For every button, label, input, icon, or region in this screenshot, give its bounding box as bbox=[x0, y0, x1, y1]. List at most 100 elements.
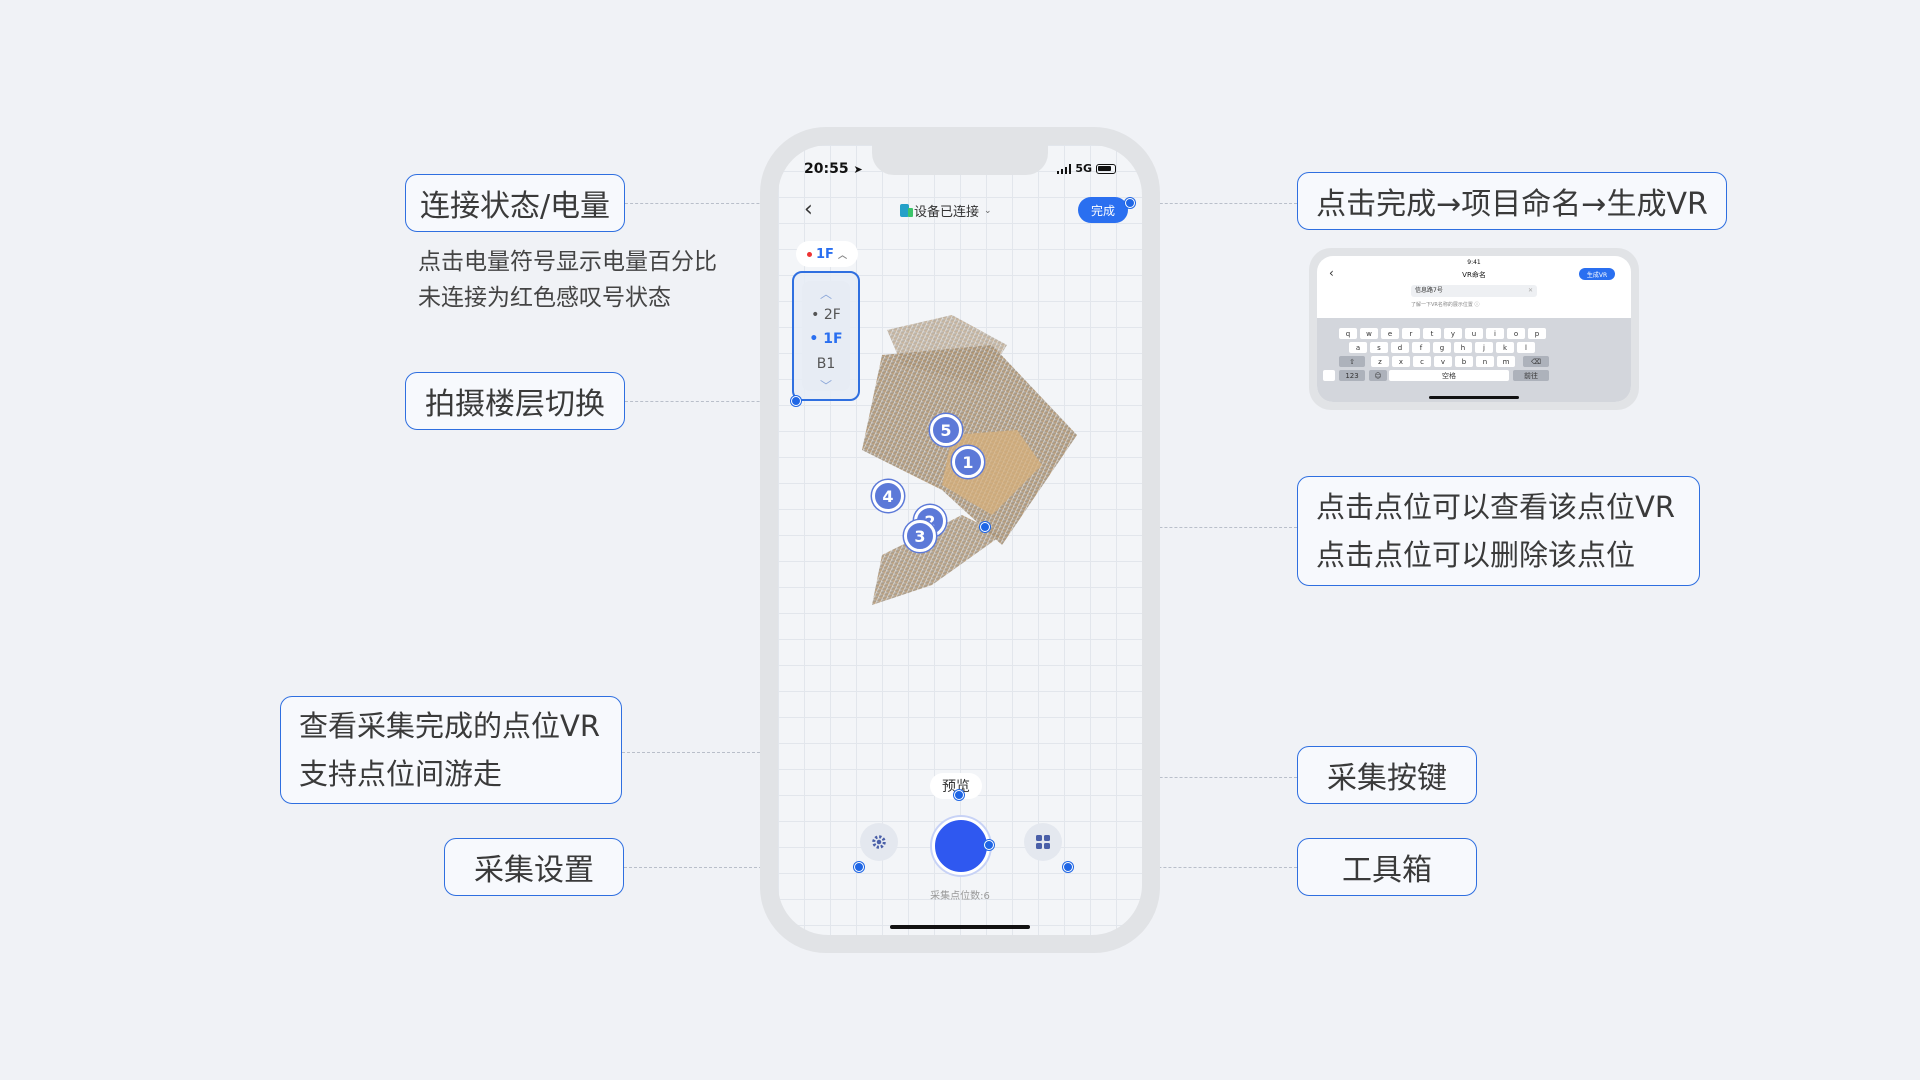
leader-dot-done bbox=[1125, 198, 1135, 208]
key-s[interactable]: s bbox=[1370, 342, 1388, 353]
shift-key[interactable]: ⇧ bbox=[1339, 356, 1365, 367]
key-j[interactable]: j bbox=[1475, 342, 1493, 353]
location-icon: ➤ bbox=[853, 163, 863, 176]
current-floor-tag[interactable]: 1F ︿ bbox=[796, 241, 858, 267]
callout-point-action: 点击点位可以查看该点位VR 点击点位可以删除该点位 bbox=[1297, 476, 1700, 586]
key-e[interactable]: e bbox=[1381, 328, 1399, 339]
status-time: 20:55 ➤ bbox=[804, 161, 863, 177]
leader-capture-button bbox=[1075, 777, 1297, 778]
mini-back-icon[interactable]: ‹ bbox=[1329, 266, 1334, 280]
key-o[interactable]: o bbox=[1507, 328, 1525, 339]
floor-option-1f-text: 1F bbox=[823, 331, 843, 347]
signal-icon bbox=[1056, 163, 1072, 174]
gear-icon bbox=[872, 835, 886, 849]
floor-option-2f[interactable]: • 2F bbox=[811, 307, 841, 323]
key-b[interactable]: b bbox=[1455, 356, 1473, 367]
status-time-text: 20:55 bbox=[804, 161, 849, 177]
key-k[interactable]: k bbox=[1496, 342, 1514, 353]
key-i[interactable]: i bbox=[1486, 328, 1504, 339]
note-connection-line2: 未连接为红色感叹号状态 bbox=[418, 285, 671, 311]
chevron-down-icon[interactable]: ﹀ bbox=[819, 379, 832, 393]
connection-status[interactable]: 设备已连接 ⌄ bbox=[900, 201, 992, 220]
capture-shutter-button[interactable] bbox=[932, 817, 990, 875]
key-m[interactable]: m bbox=[1497, 356, 1515, 367]
floor-picker: ︿ • 2F • 1F B1 ﹀ bbox=[792, 271, 860, 401]
back-chevron-icon[interactable]: ‹ bbox=[804, 197, 813, 222]
key-v[interactable]: v bbox=[1434, 356, 1452, 367]
key-f[interactable]: f bbox=[1412, 342, 1430, 353]
backspace-key[interactable]: ⌫ bbox=[1523, 356, 1549, 367]
key-a[interactable]: a bbox=[1349, 342, 1367, 353]
battery-icon[interactable] bbox=[1096, 163, 1116, 174]
space-key[interactable]: 空格 bbox=[1389, 370, 1509, 381]
callout-capture-settings: 采集设置 bbox=[444, 838, 624, 896]
mini-name-input-text: 信息路7号 bbox=[1415, 287, 1443, 294]
chevron-down-icon: ⌄ bbox=[984, 205, 992, 216]
key-z[interactable]: z bbox=[1371, 356, 1389, 367]
current-floor-text: 1F bbox=[816, 246, 834, 262]
grid-icon bbox=[1036, 835, 1050, 849]
mini-generate-button[interactable]: 生成VR bbox=[1579, 268, 1615, 280]
key-l[interactable]: l bbox=[1517, 342, 1535, 353]
mini-name-input[interactable]: 信息路7号 ✕ bbox=[1411, 285, 1537, 297]
floor-option-2f-text: 2F bbox=[823, 307, 841, 323]
key-x[interactable]: x bbox=[1392, 356, 1410, 367]
floor-option-b1[interactable]: B1 bbox=[802, 356, 850, 372]
key-w[interactable]: w bbox=[1360, 328, 1378, 339]
callout-toolbox: 工具箱 bbox=[1297, 838, 1477, 896]
key-t[interactable]: t bbox=[1423, 328, 1441, 339]
leader-finish-flow bbox=[1130, 203, 1297, 204]
mini-hint: 了解一下VR名称的展示位置 ⓘ bbox=[1411, 302, 1480, 308]
callout-view-vr-line2: 支持点位间游走 bbox=[299, 757, 503, 791]
capture-point-4[interactable]: 4 bbox=[872, 480, 904, 512]
leader-dot-settings bbox=[854, 862, 864, 872]
callout-finish-flow: 点击完成→项目命名→生成VR bbox=[1297, 172, 1727, 230]
mini-status-time: 9:41 bbox=[1467, 259, 1481, 266]
key-c[interactable]: c bbox=[1413, 356, 1431, 367]
callout-connection: 连接状态/电量 bbox=[405, 174, 625, 232]
emoji-key[interactable]: ☺ bbox=[1369, 370, 1387, 381]
leader-dot-preview bbox=[954, 790, 964, 800]
phone-notch bbox=[872, 145, 1048, 175]
capture-count: 采集点位数:6 bbox=[930, 891, 990, 902]
chevron-up-icon: ︿ bbox=[837, 250, 847, 261]
key-p[interactable]: p bbox=[1528, 328, 1546, 339]
capture-point-1[interactable]: 1 bbox=[952, 446, 984, 478]
connection-status-text: 设备已连接 bbox=[914, 205, 980, 220]
key-r[interactable]: r bbox=[1402, 328, 1420, 339]
leader-dot-floor bbox=[791, 396, 801, 406]
capture-point-5[interactable]: 5 bbox=[930, 414, 962, 446]
capture-settings-button[interactable] bbox=[860, 823, 898, 861]
key-123[interactable]: 123 bbox=[1339, 370, 1365, 381]
key-q[interactable]: q bbox=[1339, 328, 1357, 339]
callout-point-action-line2: 点击点位可以删除该点位 bbox=[1316, 538, 1636, 572]
callout-point-action-line1: 点击点位可以查看该点位VR bbox=[1316, 490, 1675, 524]
point-cloud-tail bbox=[872, 515, 1002, 605]
capture-screen: 20:55 ➤ 5G ‹ 设备已连接 ⌄ 完成 1F ︿ ︿ • 2F • 1F… bbox=[778, 145, 1142, 935]
done-button[interactable]: 完成 bbox=[1078, 197, 1128, 223]
callout-view-vr: 查看采集完成的点位VR 支持点位间游走 bbox=[280, 696, 622, 804]
point-cloud-model bbox=[862, 315, 1077, 605]
leader-floor-switch bbox=[625, 401, 795, 402]
leader-capture-settings bbox=[624, 867, 857, 868]
point-cloud-upper bbox=[887, 315, 1007, 385]
key-n[interactable]: n bbox=[1476, 356, 1494, 367]
key-g[interactable]: g bbox=[1433, 342, 1451, 353]
capture-point-3[interactable]: 3 bbox=[904, 520, 936, 552]
floor-option-1f[interactable]: • 1F bbox=[809, 331, 843, 347]
key-h[interactable]: h bbox=[1454, 342, 1472, 353]
floor-option-b1-text: B1 bbox=[816, 356, 836, 372]
note-connection: 点击电量符号显示电量百分比 未连接为红色感叹号状态 bbox=[418, 244, 717, 316]
leader-connection bbox=[625, 203, 815, 204]
key-y[interactable]: y bbox=[1444, 328, 1462, 339]
globe-key[interactable] bbox=[1323, 370, 1335, 381]
device-battery-icon bbox=[900, 204, 913, 217]
key-u[interactable]: u bbox=[1465, 328, 1483, 339]
clear-icon[interactable]: ✕ bbox=[1527, 287, 1533, 294]
key-d[interactable]: d bbox=[1391, 342, 1409, 353]
toolbox-button[interactable] bbox=[1024, 823, 1062, 861]
enter-key[interactable]: 前往 bbox=[1513, 370, 1549, 381]
chevron-up-icon[interactable]: ︿ bbox=[819, 287, 832, 301]
leader-dot-shutter bbox=[984, 840, 994, 850]
